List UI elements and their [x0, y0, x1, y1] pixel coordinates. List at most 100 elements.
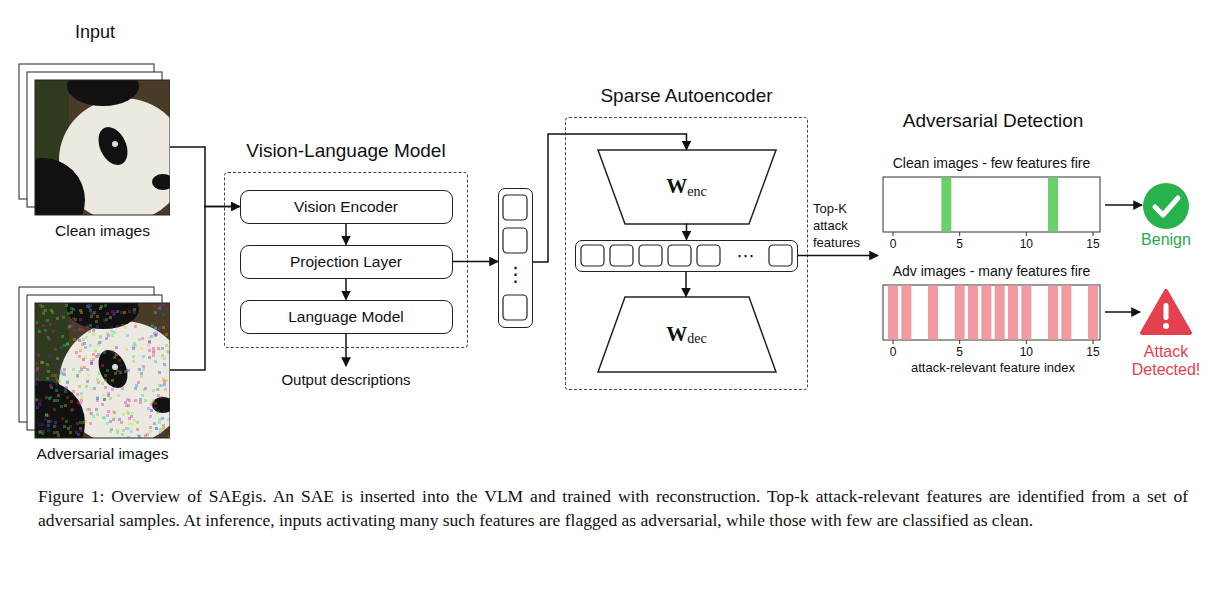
adversarial-noise: [132, 347, 135, 350]
adversarial-noise: [95, 320, 98, 323]
adversarial-noise: [89, 324, 92, 327]
adversarial-noise: [53, 399, 56, 402]
adversarial-noise: [86, 380, 89, 383]
adversarial-noise: [98, 341, 101, 344]
adversarial-noise: [43, 309, 46, 312]
tick-mark: [959, 232, 960, 236]
tick-label: 15: [1078, 237, 1108, 252]
adversarial-noise: [99, 335, 102, 338]
adversarial-noise: [151, 324, 154, 327]
adversarial-noise: [148, 336, 151, 339]
adversarial-noise: [122, 429, 125, 432]
adversarial-noise: [128, 422, 131, 425]
adversarial-noise: [152, 347, 155, 350]
adversarial-noise: [88, 408, 91, 411]
adversarial-noise: [92, 353, 95, 356]
adversarial-noise: [49, 420, 52, 423]
adversarial-noise: [69, 431, 72, 434]
adversarial-noise: [126, 398, 129, 401]
adversarial-noise: [45, 396, 48, 399]
adversarial-noise: [58, 380, 61, 383]
adversarial-noise: [133, 311, 136, 314]
adversarial-noise: [65, 420, 68, 423]
adversarial-noise: [157, 394, 160, 397]
adversarial-noise: [128, 310, 131, 313]
weight-symbol: W: [666, 174, 687, 199]
adversarial-noise: [136, 421, 139, 424]
warning-dot: [1163, 323, 1169, 329]
adversarial-noise: [80, 366, 83, 369]
panda-eye-patch: [93, 122, 133, 169]
tick-label: 5: [945, 237, 975, 252]
adversarial-noise: [140, 375, 143, 378]
adversarial-noise: [165, 333, 168, 336]
adversarial-noise: [90, 360, 93, 363]
adversarial-noise: [90, 387, 93, 390]
latent-cell: [668, 245, 691, 266]
adversarial-noise: [124, 326, 127, 329]
model-frame: Vision-Language ModelVision EncoderProje…: [224, 172, 468, 348]
adversarial-noise: [165, 379, 168, 382]
adversarial-noise: [113, 416, 116, 419]
feature-bar: [968, 286, 978, 340]
adversarial-noise: [57, 358, 60, 361]
adversarial-noise: [158, 327, 161, 330]
adversarial-noise: [111, 388, 114, 391]
adversarial-noise: [162, 313, 165, 316]
adversarial-noise: [116, 429, 119, 432]
adversarial-noise: [60, 346, 63, 349]
adversarial-noise: [111, 350, 114, 353]
adversarial-noise: [96, 396, 99, 399]
feature-chart: Clean images - few features fire: [878, 152, 1105, 258]
adversarial-noise: [66, 381, 69, 384]
adversarial-noise: [102, 416, 105, 419]
adversarial-noise: [49, 323, 52, 326]
adversarial-noise: [40, 361, 43, 364]
adversarial-noise: [51, 374, 54, 377]
adversarial-noise: [138, 368, 141, 371]
adversarial-noise: [80, 311, 83, 314]
box-label: Projection Layer: [290, 253, 402, 271]
panda-nose: [152, 397, 170, 413]
adversarial-noise: [49, 384, 52, 387]
adversarial-noise: [154, 326, 157, 329]
adversarial-noise: [54, 374, 57, 377]
adversarial-noise: [82, 338, 85, 341]
adversarial-noise: [95, 355, 98, 358]
tick-mark: [893, 340, 894, 344]
chart-heading: Adv images - many features fire: [878, 262, 1105, 280]
output-label: Output descriptions: [246, 371, 446, 389]
adversarial-noise: [92, 415, 95, 418]
adversarial-noise: [115, 346, 118, 349]
latent-cell: [769, 245, 792, 266]
feature-bar: [888, 286, 898, 340]
tick-label: 15: [1078, 345, 1108, 360]
adversarial-noise: [99, 336, 102, 339]
weight-subscript: enc: [687, 184, 706, 200]
adversarial-noise: [149, 430, 152, 433]
adversarial-noise: [89, 344, 92, 347]
weight-label: Wenc: [598, 150, 776, 224]
adversarial-noise: [166, 350, 169, 353]
adversarial-noise: [134, 325, 137, 328]
adversarial-noise: [104, 386, 107, 389]
box-label: Language Model: [288, 308, 404, 326]
adversarial-noise: [95, 408, 98, 411]
adversarial-noise: [87, 304, 90, 307]
tick-mark: [1026, 232, 1027, 236]
adversarial-noise: [72, 390, 75, 393]
feature-bar: [981, 286, 991, 340]
adversarial-noise: [76, 375, 79, 378]
adversarial-noise: [155, 427, 158, 430]
benign-badge: Benign: [1142, 182, 1190, 230]
adversarial-noise: [157, 388, 160, 391]
adversarial-noise: [70, 409, 73, 412]
adversarial-noise: [55, 382, 58, 385]
ellipsis: ⋮: [499, 257, 532, 291]
adversarial-noise: [80, 396, 83, 399]
adversarial-noise: [151, 401, 154, 404]
adversarial-noise: [162, 427, 165, 430]
adversarial-noise: [112, 410, 115, 413]
adversarial-noise: [120, 364, 123, 367]
adversarial-noise: [90, 412, 93, 415]
